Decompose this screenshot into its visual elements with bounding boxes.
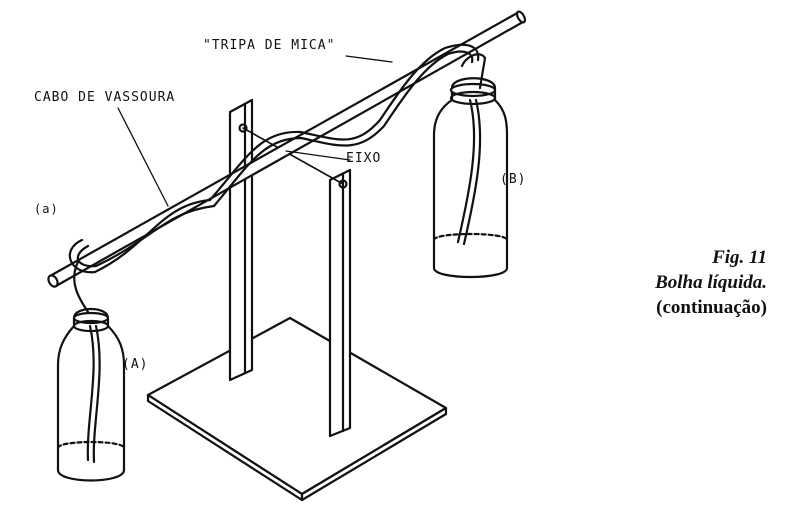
bottle-b: [432, 53, 509, 279]
label-side-a: (a): [34, 202, 59, 216]
caption-figure-number: Fig. 11: [712, 247, 767, 268]
label-bottle-a: (A): [122, 357, 149, 372]
mica-tube: [68, 43, 480, 274]
base-board: [146, 316, 448, 502]
bottle-a: [56, 260, 126, 482]
label-eixo: EIXO: [346, 151, 382, 166]
post-right: [328, 168, 352, 438]
caption-title: Bolha líquida.: [655, 272, 767, 293]
leader-lines: [117, 55, 393, 207]
post-left: [228, 98, 254, 382]
label-cabo-de-vassoura: CABO DE VASSOURA: [34, 90, 176, 105]
label-tripa-de-mica: "TRIPA DE MICA": [203, 38, 336, 53]
label-bottle-b: (B): [500, 172, 527, 187]
axle-line: [242, 127, 344, 185]
caption-subtitle: (continuação): [656, 297, 767, 318]
